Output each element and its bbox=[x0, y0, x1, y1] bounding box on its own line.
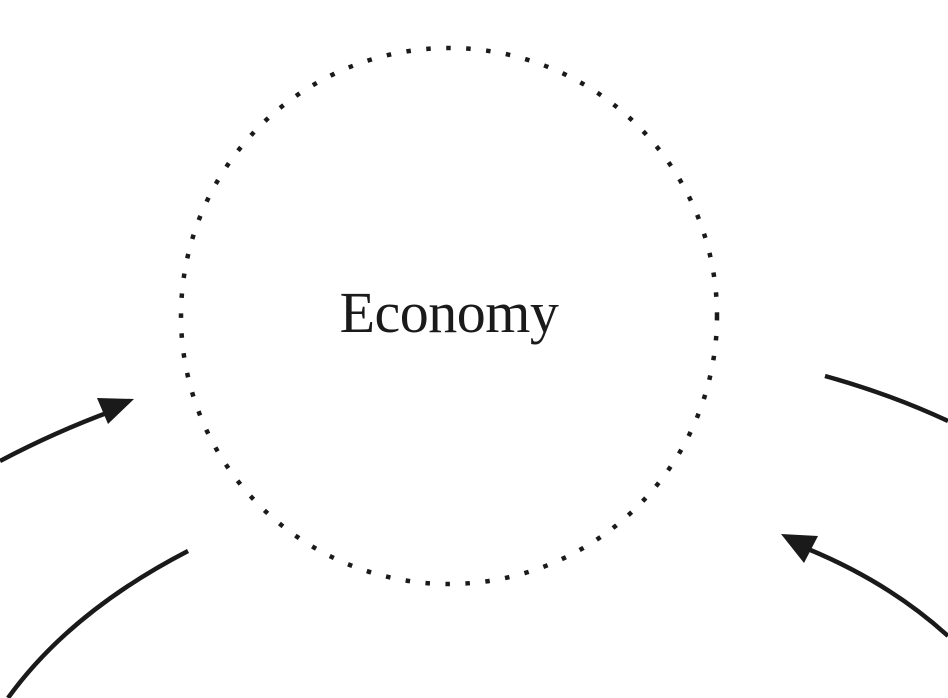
arrowhead-icon bbox=[781, 534, 818, 563]
outflow-curve-right bbox=[824, 373, 948, 424]
economy-label: Economy bbox=[339, 280, 559, 345]
arrowhead-icon bbox=[97, 398, 134, 424]
outflow-curve-left bbox=[6, 549, 190, 698]
inflow-arrow-right bbox=[781, 534, 948, 638]
economy-boundary-circle bbox=[178, 45, 720, 587]
inflow-arrow-left bbox=[0, 398, 134, 463]
